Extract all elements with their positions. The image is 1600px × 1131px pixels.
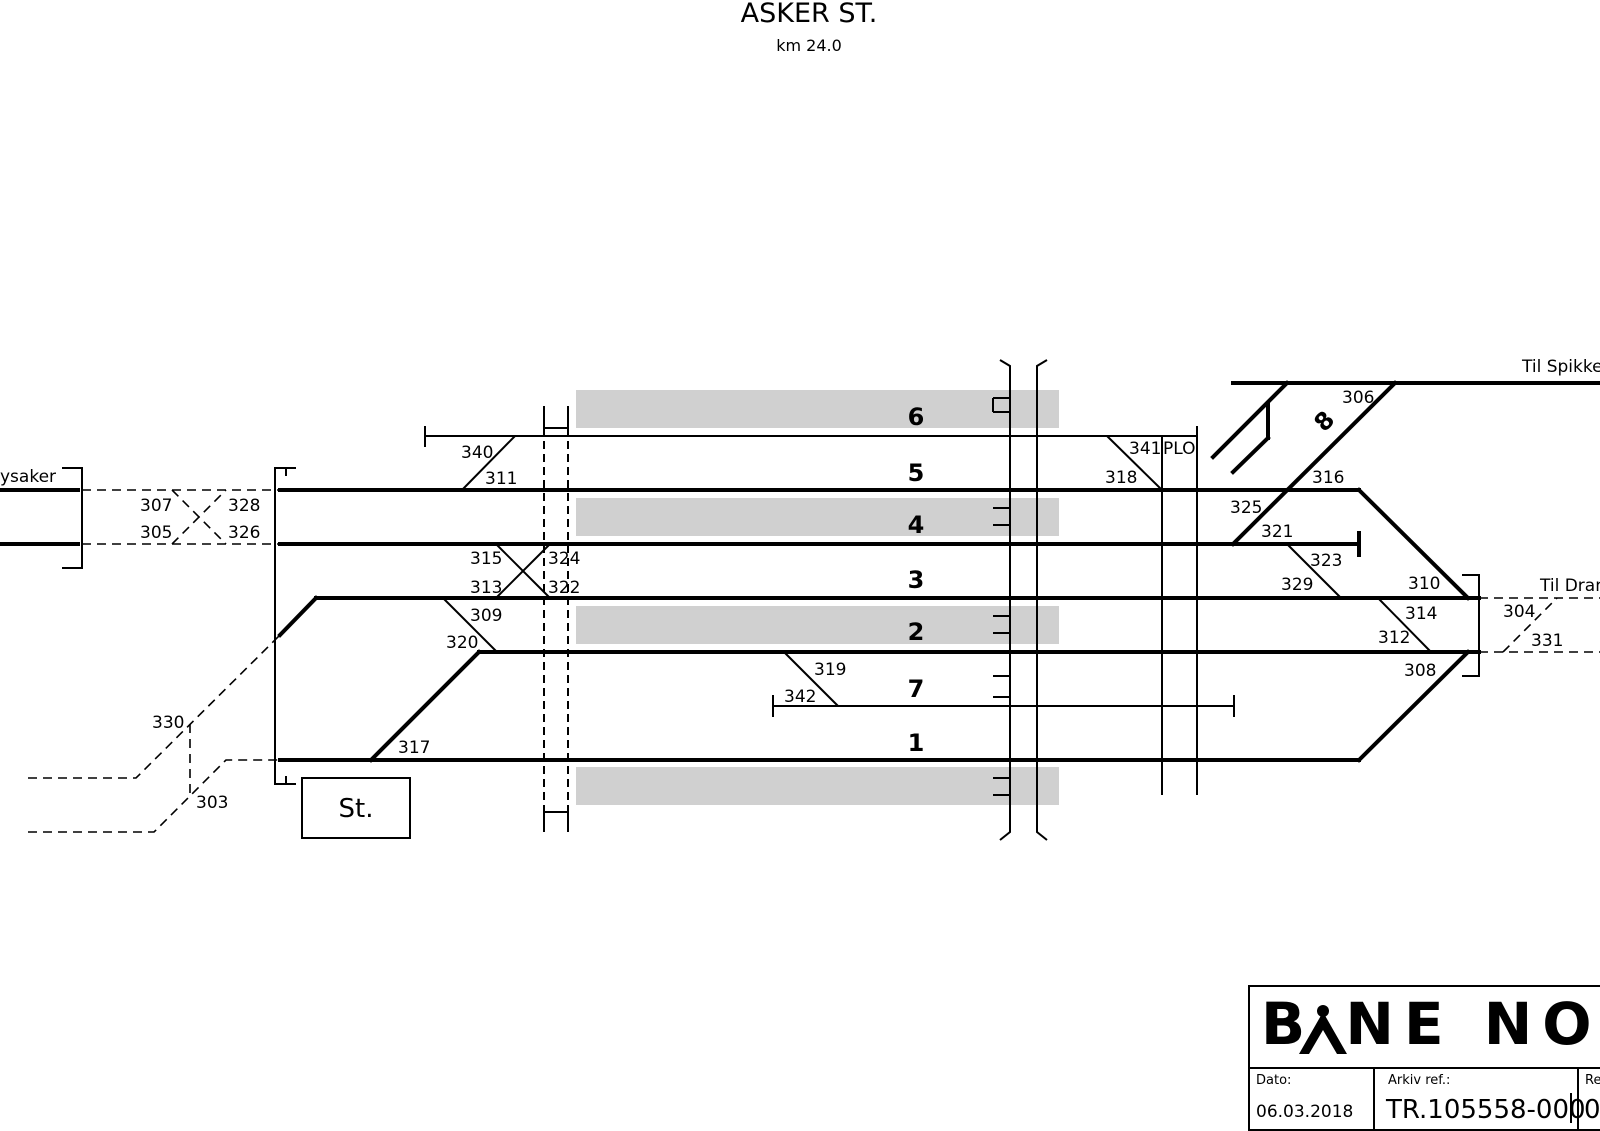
connector-east-5 — [1356, 487, 1471, 601]
switch-labels: 340 311 307 328 305 326 315 324 313 322 … — [140, 388, 1563, 813]
planned-cross-b — [171, 489, 227, 545]
secondary-tracks — [62, 359, 1480, 841]
switch-label: 340 — [461, 443, 493, 463]
plo-label: PLO — [1163, 439, 1196, 459]
connector-317 — [368, 649, 482, 763]
siding-8-b — [1230, 435, 1271, 475]
switch-label: 316 — [1312, 468, 1344, 488]
left-station-bracket — [274, 467, 296, 785]
track-label-4: 4 — [908, 511, 925, 539]
switch-label: 329 — [1281, 575, 1313, 595]
rev-value: 0 — [1584, 1095, 1600, 1125]
switch-label: 326 — [228, 523, 260, 543]
switch-label: 304 — [1503, 602, 1535, 622]
archive-value: TR.105558-000 — [1385, 1095, 1586, 1125]
switch-label: 324 — [548, 549, 580, 569]
siding-8-a — [1210, 380, 1290, 460]
switch-label: 328 — [228, 496, 260, 516]
track-label-5: 5 — [908, 459, 925, 487]
switch-340-311 — [461, 435, 516, 491]
switch-label: 309 — [470, 606, 502, 626]
switch-label: 319 — [814, 660, 846, 680]
switch-label: 331 — [1531, 631, 1563, 651]
planned-304-331 — [1502, 597, 1558, 653]
planned-303 — [28, 759, 280, 833]
bane-nor-logo-a-mark — [1299, 1012, 1347, 1054]
switch-label: 311 — [485, 469, 517, 489]
switch-314-312 — [1377, 597, 1432, 653]
underpass-top — [543, 406, 569, 429]
switch-label: 314 — [1405, 604, 1437, 624]
switch-label: 320 — [446, 633, 478, 653]
track-label-3: 3 — [908, 566, 925, 594]
switch-label: 315 — [470, 549, 502, 569]
destination-drammen: Til Dram — [1539, 576, 1600, 596]
destination-left: ysaker — [0, 467, 56, 487]
switch-label: 308 — [1404, 661, 1436, 681]
switch-313-324 — [495, 543, 551, 599]
platform-access-4 — [993, 507, 1010, 526]
platform-access-2 — [993, 615, 1010, 634]
title-block-frame — [1248, 985, 1600, 1131]
overpass-right — [1036, 359, 1048, 841]
archive-label: Arkiv ref.: — [1388, 1073, 1450, 1088]
switch-label: 318 — [1105, 468, 1137, 488]
switch-label: 341 — [1129, 439, 1161, 459]
connector-track3-west — [277, 595, 319, 638]
overpass-left — [999, 359, 1011, 841]
switch-label: 305 — [140, 523, 172, 543]
switch-label: 342 — [784, 687, 816, 707]
rev-label: Re — [1585, 1073, 1600, 1088]
switch-label: 303 — [196, 793, 228, 813]
platform-2-3 — [576, 606, 1059, 644]
far-left-bracket — [62, 467, 83, 569]
station-building — [301, 777, 411, 839]
planned-tracks — [28, 489, 1600, 833]
switch-label: 323 — [1310, 551, 1342, 571]
date-label: Dato: — [1256, 1073, 1291, 1088]
platform-4-5 — [576, 498, 1059, 536]
planned-330 — [28, 634, 281, 779]
switch-323-329 — [1286, 543, 1342, 599]
platform-access-6 — [992, 397, 1010, 413]
platform-access-1 — [993, 777, 1010, 796]
underpass-bottom — [543, 811, 569, 832]
connector-east-1 — [1356, 649, 1471, 763]
switch-label: 317 — [398, 738, 430, 758]
station-title: ASKER ST. — [741, 0, 878, 29]
main-tracks — [0, 380, 1600, 763]
platform-6 — [576, 390, 1059, 428]
bane-nor-logo-a-dot — [1317, 1005, 1329, 1017]
platform-1 — [576, 767, 1059, 805]
switch-label: 306 — [1342, 388, 1374, 408]
switch-label: 321 — [1261, 522, 1293, 542]
switch-319-342 — [783, 651, 839, 707]
track-label-7: 7 — [908, 675, 925, 703]
switch-341-318 — [1106, 435, 1163, 491]
platforms — [576, 390, 1059, 805]
track-label-8: 8 — [1309, 406, 1341, 438]
station-building-label: St. — [339, 794, 374, 824]
destination-spikkestad: Til Spikke — [1521, 357, 1600, 377]
date-value: 06.03.2018 — [1256, 1102, 1353, 1122]
switch-label: 322 — [548, 578, 580, 598]
east-bracket — [1462, 574, 1480, 677]
track-label-1: 1 — [908, 729, 925, 757]
connector-306 — [1230, 380, 1398, 547]
switch-label: 325 — [1230, 498, 1262, 518]
station-km: km 24.0 — [776, 36, 842, 55]
switch-label: 330 — [152, 713, 184, 733]
track-label-2: 2 — [908, 618, 925, 646]
switch-label: 310 — [1408, 574, 1440, 594]
switch-label: 313 — [470, 578, 502, 598]
track-label-6: 6 — [908, 403, 925, 431]
switch-label: 307 — [140, 496, 172, 516]
platform-access-7 — [993, 675, 1010, 698]
switch-label: 312 — [1378, 628, 1410, 648]
switch-309-320 — [442, 597, 498, 653]
title-block — [1248, 985, 1600, 1131]
